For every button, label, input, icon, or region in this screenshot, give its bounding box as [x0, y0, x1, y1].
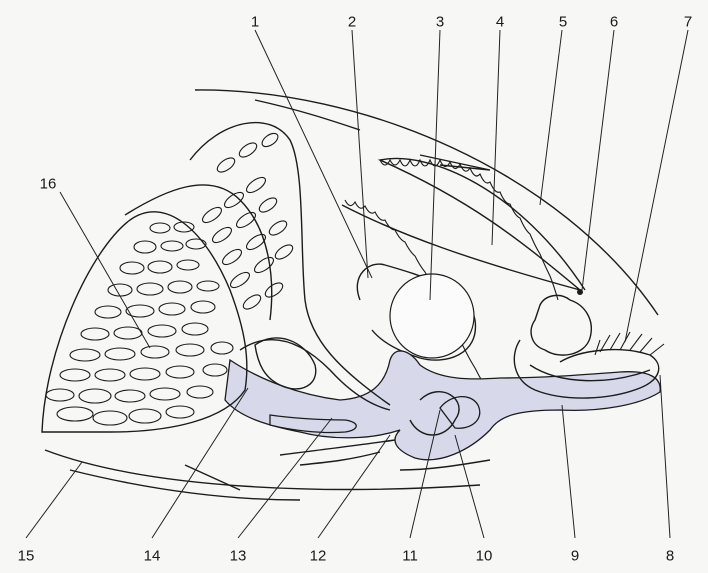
round-body [390, 274, 474, 358]
label-12: 12 [310, 549, 327, 564]
label-4: 4 [496, 15, 504, 30]
fin-spine [185, 465, 240, 490]
label-10: 10 [476, 549, 493, 564]
lower-fin-2 [300, 452, 380, 465]
convolution-top [380, 160, 558, 300]
label-2: 2 [348, 15, 356, 30]
label-15: 15 [18, 549, 35, 564]
label-5: 5 [559, 15, 567, 30]
label-3: 3 [436, 15, 444, 30]
label-1: 1 [251, 15, 259, 30]
upper-lobe [190, 123, 390, 405]
upper-fold-organ [342, 159, 585, 290]
label-6: 6 [610, 15, 618, 30]
bristles [595, 332, 664, 355]
head-lobe [531, 295, 591, 355]
label-11: 11 [402, 549, 418, 564]
lower-loop-2 [400, 460, 490, 470]
left-lobe-outer [42, 212, 247, 432]
label-16: 16 [40, 177, 57, 192]
label-7: 7 [684, 15, 692, 30]
label-13: 13 [230, 549, 247, 564]
label-9: 9 [571, 549, 579, 564]
label-8: 8 [666, 549, 674, 564]
upper-spike [420, 155, 490, 170]
label-14: 14 [144, 549, 161, 564]
lower-body-wall-2 [70, 470, 300, 500]
